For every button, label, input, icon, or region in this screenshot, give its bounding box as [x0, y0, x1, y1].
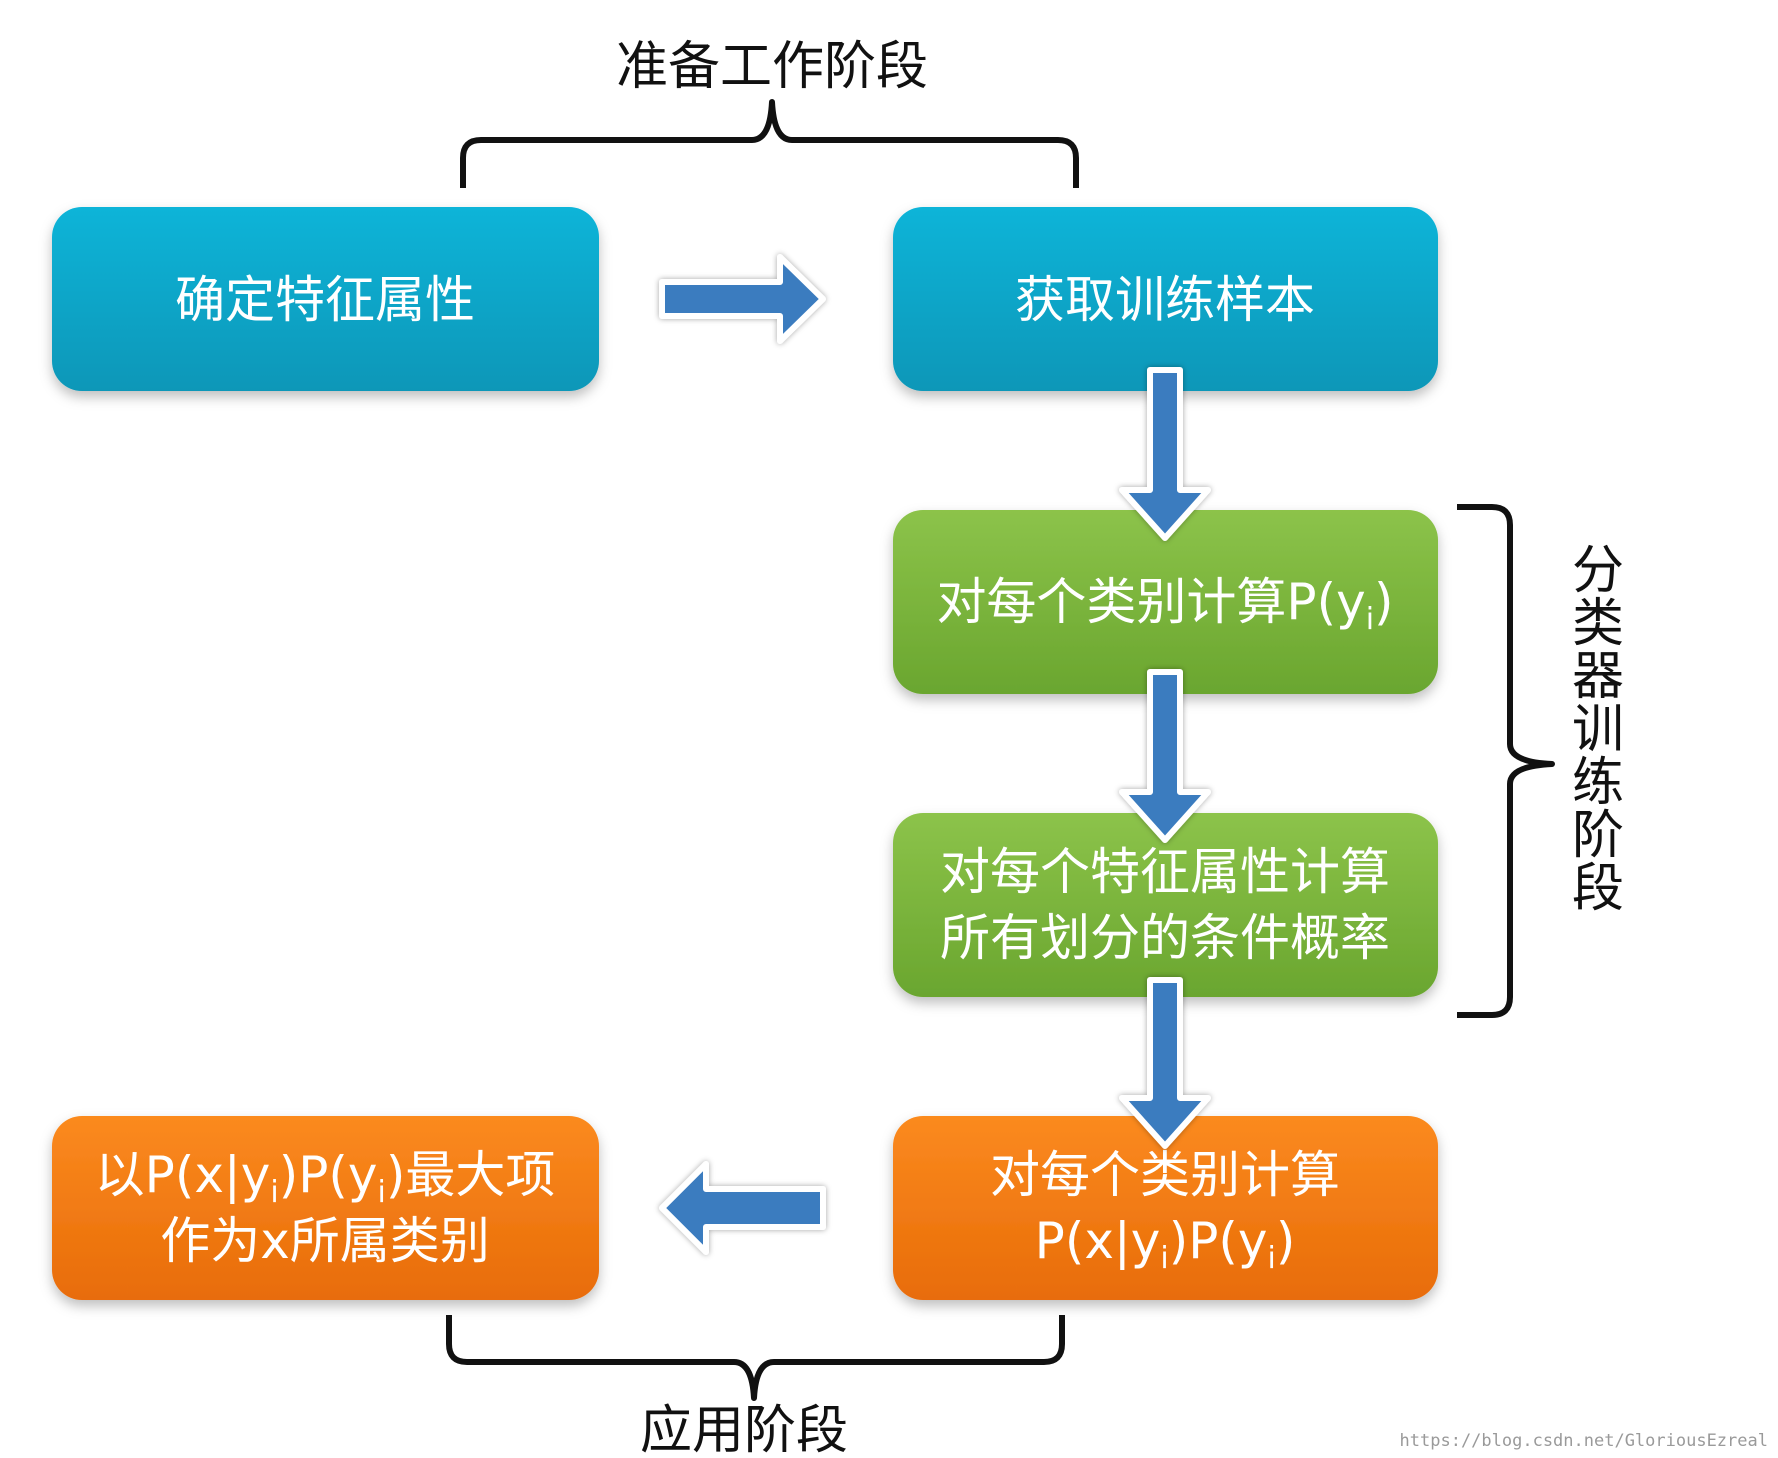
- arrow-right-icon: [659, 254, 826, 344]
- apply-stage-bracket: [446, 1315, 1065, 1401]
- svg-text:分类器训练阶段: 分类器训练阶段: [1572, 541, 1624, 919]
- apply-stage-label: 应用阶段: [640, 1401, 848, 1458]
- arrow-left-icon: [659, 1161, 826, 1255]
- train-stage-bracket: [1457, 504, 1555, 1018]
- node-cond-prob-text-line: 所有划分的条件概率: [940, 909, 1390, 967]
- arrow-down-icon: [1119, 367, 1211, 541]
- node-get-samples: 获取训练样本: [893, 207, 1438, 391]
- arrow-down-icon: [1119, 669, 1211, 843]
- node-define-features-text: 确定特征属性: [175, 271, 475, 329]
- node-class-prior-text-line: 对每个类别计算P(yi): [936, 573, 1393, 637]
- node-cond-prob-text-line: 对每个特征属性计算: [940, 843, 1390, 901]
- node-get-samples-text: 获取训练样本: [1015, 271, 1315, 329]
- node-class-score-text-line: 对每个类别计算: [990, 1146, 1340, 1204]
- prep-stage-bracket: [460, 99, 1079, 188]
- node-argmax-text-line: 以P(x|yi)P(yi)最大项: [95, 1146, 556, 1210]
- node-argmax-text-line: 作为x所属类别: [160, 1212, 490, 1270]
- node-define-features: 确定特征属性: [52, 207, 599, 391]
- train-stage-label: 分类器训练阶段: [1572, 541, 1624, 919]
- arrow-down-icon: [1119, 977, 1211, 1149]
- watermark-text: https://blog.csdn.net/GloriousEzreal: [1400, 1431, 1768, 1451]
- prep-stage-label: 准备工作阶段: [616, 37, 928, 97]
- node-class-score-text-line: P(x|yi)P(yi): [1035, 1212, 1296, 1276]
- node-class-score: 对每个类别计算 P(x|yi)P(yi): [893, 1116, 1438, 1300]
- node-class-prior: 对每个类别计算P(yi): [893, 510, 1438, 694]
